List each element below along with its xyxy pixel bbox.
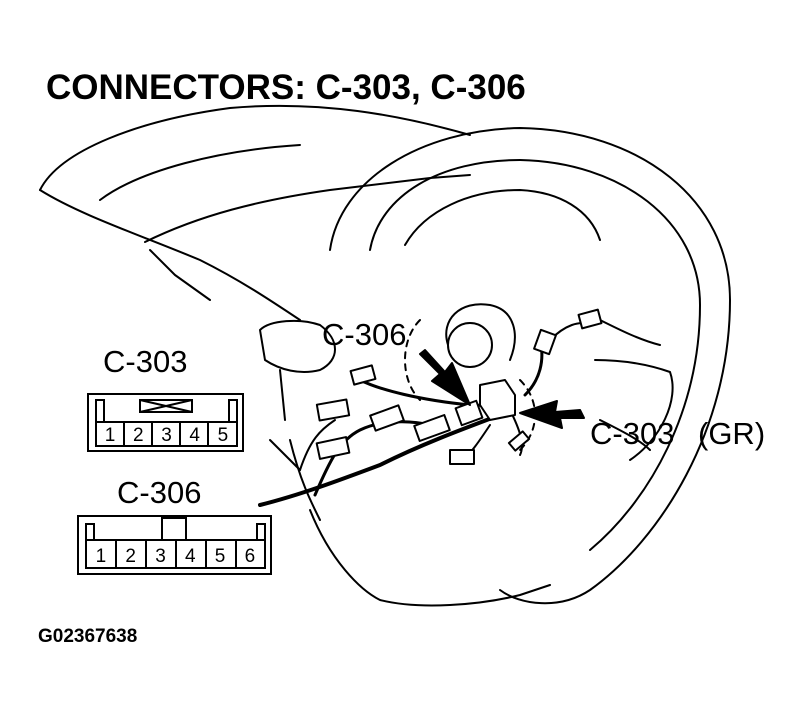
steering-wheel-rim-inner: [369, 159, 701, 551]
diagram-title: CONNECTORS: C-303, C-306: [46, 68, 526, 107]
harness-connector: [533, 328, 557, 356]
pin-number: 3: [155, 546, 166, 567]
pin-number: 4: [189, 425, 200, 446]
pin-number: 6: [245, 546, 256, 567]
pin-number: 5: [218, 425, 229, 446]
pin-number: 3: [161, 425, 172, 446]
harness-connector: [315, 398, 351, 422]
c303-arrow: [519, 400, 585, 429]
column-cover: [309, 509, 551, 607]
dashboard-upper-panel: [144, 174, 471, 243]
harness-connector: [369, 404, 405, 432]
c303-label: C-303: [103, 344, 187, 379]
connector-c303-face: [87, 393, 244, 452]
pin-number: 1: [105, 425, 116, 446]
figure-id: G02367638: [38, 626, 138, 647]
harness-connector: [454, 399, 484, 427]
wire-harness-main: [258, 413, 502, 507]
harness-connector: [449, 449, 475, 465]
harness-connector: [315, 436, 351, 460]
steering-wheel-rim: [329, 127, 731, 605]
c306-arrow: [419, 349, 471, 406]
c306-label: C-306: [117, 475, 201, 510]
pin-number: 5: [215, 546, 226, 567]
harness-connector: [507, 430, 531, 452]
junction-block: [479, 379, 516, 421]
harness-connector: [349, 364, 377, 386]
c303-color-label: (GR): [698, 416, 765, 451]
pin-number: 2: [133, 425, 144, 446]
pin-number: 1: [96, 546, 107, 567]
dashboard-outline: [39, 104, 471, 191]
harness-connector: [577, 308, 603, 330]
c306-callout-label: C-306: [322, 317, 406, 352]
harness-connector: [413, 414, 451, 442]
dashboard-lower-edge: [39, 189, 301, 321]
clock-spring: [447, 322, 493, 368]
pin-number: 4: [185, 546, 196, 567]
pin-number: 2: [125, 546, 136, 567]
c303-callout-label: C-303: [590, 416, 674, 451]
connector-c306-face: [77, 515, 272, 575]
